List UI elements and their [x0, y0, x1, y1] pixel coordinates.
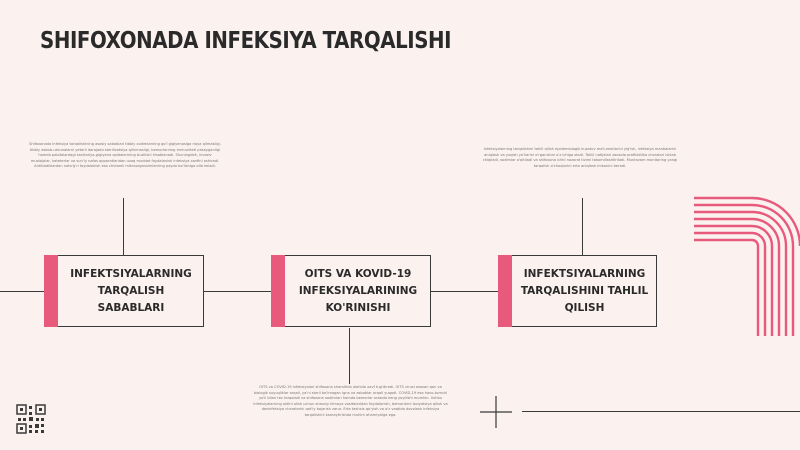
page-title: SHIFOXONADA INFEKSIYA TARQALISHI: [40, 28, 452, 54]
step-1-label: INFEKTSIYALARNING TARQALISH SABABLARI: [70, 267, 192, 314]
step-box-1: INFEKTSIYALARNING TARQALISH SABABLARI: [44, 255, 204, 327]
step-2-accent-bar: [271, 255, 285, 327]
timeline-line-mid-1: [203, 291, 271, 292]
step-3-accent-bar: [498, 255, 512, 327]
connector-vertical-3: [582, 198, 583, 255]
timeline-line-left: [0, 291, 44, 292]
step-3-label: INFEKTSIYALARNING TARQALISHINI TAHLIL QI…: [520, 267, 649, 314]
plus-icon: [480, 396, 512, 428]
step-box-2: OITS VA KOVID-19 INFEKSIYALARINING KO'RI…: [271, 255, 431, 327]
connector-vertical-2: [349, 328, 350, 384]
step-2-description: OITS va COVID-19 infeksiyalari shifoxona…: [253, 385, 448, 417]
connector-vertical-1: [123, 198, 124, 255]
timeline-line-mid-2: [430, 291, 498, 292]
step-1-description: Shifoxonada infeksiya tarqalishining aso…: [29, 142, 221, 169]
step-1-accent-bar: [44, 255, 58, 327]
step-box-3: INFEKTSIYALARNING TARQALISHINI TAHLIL QI…: [498, 255, 657, 327]
bottom-right-rule: [522, 411, 800, 412]
qr-code-icon: [16, 404, 46, 434]
step-2-label: OITS VA KOVID-19 INFEKSIYALARINING KO'RI…: [298, 267, 418, 314]
step-3-description: Infeksiyalarning tarqalishini tahlil qil…: [482, 147, 678, 168]
concentric-arcs-decoration: [694, 196, 800, 336]
